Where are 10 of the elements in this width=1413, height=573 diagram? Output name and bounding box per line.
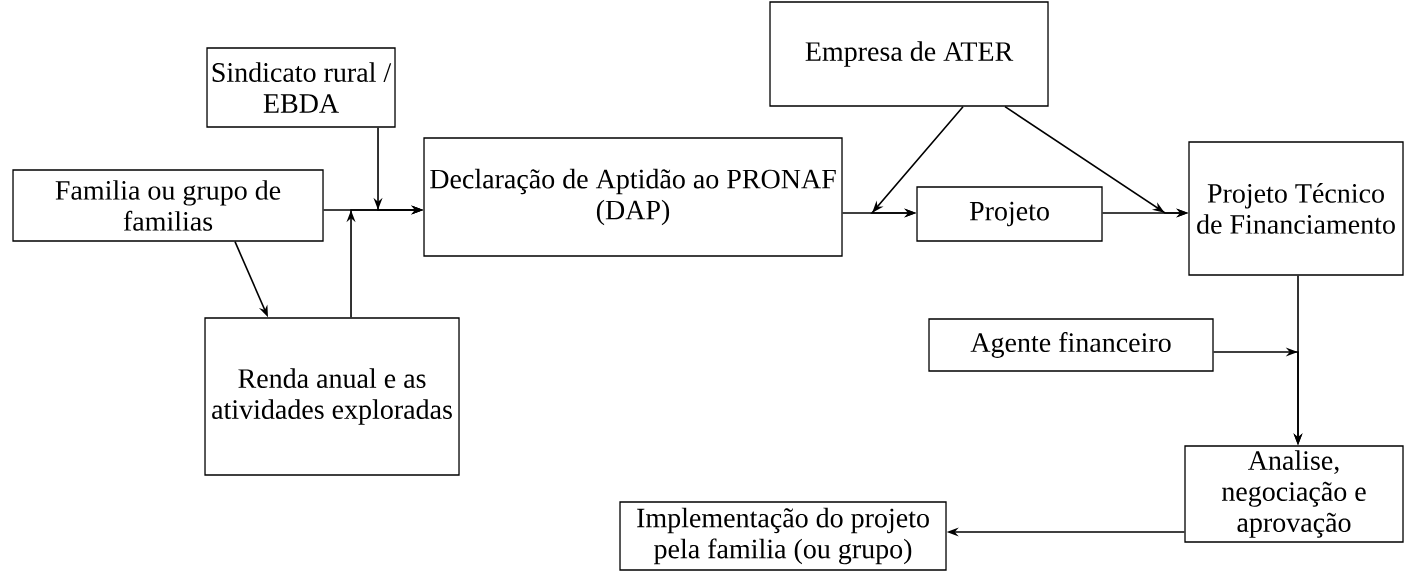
process-box: Projeto — [916, 186, 1103, 242]
process-box: Empresa de ATER — [769, 1, 1049, 107]
process-box: Projeto Técnico de Financiamento — [1188, 141, 1404, 276]
process-box: Analise, negociação e aprovação — [1184, 445, 1404, 543]
process-box: Renda anual e as atividades exploradas — [204, 317, 460, 476]
process-box: Declaração de Aptidão ao PRONAF (DAP) — [423, 137, 843, 257]
process-box: Sindicato rural / EBDA — [206, 47, 396, 128]
process-box: Familia ou grupo de familias — [12, 169, 324, 242]
process-box: Agente financeiro — [928, 318, 1214, 372]
process-box: Implementação do projeto pela familia (ou grupo) — [619, 501, 947, 571]
